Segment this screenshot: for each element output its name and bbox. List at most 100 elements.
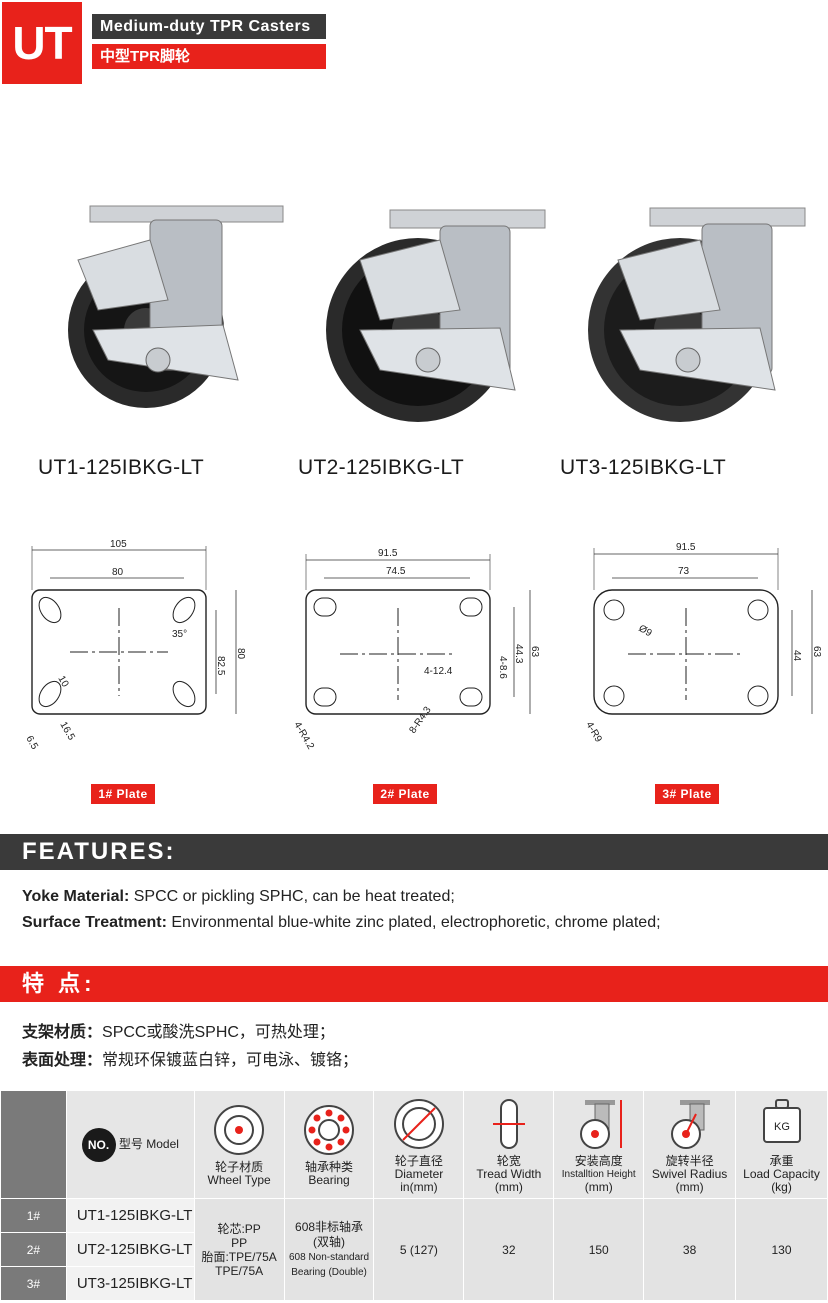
features-heading-cn: 特 点: <box>0 966 828 1002</box>
plate1-overall-w: 105 <box>110 539 127 550</box>
col-tread-unit: (mm) <box>494 1179 523 1194</box>
feature-text-2: Environmental blue-white zinc plated, el… <box>166 914 661 931</box>
wheel-type-line-3: 胎面:TPE/75A <box>201 1249 277 1264</box>
cell-swivel-radius: 38 <box>643 1198 737 1301</box>
col-diameter-unit: in(mm) <box>400 1179 438 1194</box>
model-label-3: UT3-125IBKG-LT <box>560 456 727 479</box>
kg-icon-text: KG <box>774 1121 790 1133</box>
col-swivel-en: Swivel Radius <box>651 1166 728 1181</box>
table-row: 3# UT3-125IBKG-LT <box>0 1266 828 1301</box>
no-badge: NO. <box>81 1127 116 1162</box>
row-no-1: 1# <box>0 1198 67 1233</box>
feature-cn-label-1: 支架材质： <box>22 1024 103 1041</box>
col-height-unit: (mm) <box>584 1179 613 1194</box>
plate-badge-1: 1# Plate <box>91 784 155 804</box>
bearing-icon <box>304 1105 355 1155</box>
plate1-slot-c: 6.5 <box>23 734 40 752</box>
header-swivel-radius: 旋转半径 Swivel Radius (mm) <box>643 1090 737 1199</box>
plate3-r1: 4-R9 <box>583 720 604 745</box>
bearing-line-1: 608非标轴承 <box>295 1219 364 1234</box>
wheel-icon <box>214 1105 265 1155</box>
title-en: Medium-duty TPR Casters <box>92 14 326 39</box>
plate-badge-3: 3# Plate <box>655 784 719 804</box>
feature-label-2: Surface Treatment: <box>22 914 167 931</box>
spec-table: NO. 型号 Model 轮子材质 Wheel Type 轴承种类 Bearin… <box>0 1090 828 1301</box>
header-tread-width: 轮宽 Tread Width (mm) <box>463 1090 555 1199</box>
col-load-en: Load Capacity <box>743 1166 820 1181</box>
row-no-3: 3# <box>0 1266 67 1301</box>
plate2-r2: 8-R4.3 <box>407 704 433 735</box>
header-model: NO. 型号 Model <box>65 1090 195 1199</box>
features-heading: FEATURES: <box>0 834 828 870</box>
col-height-en: Installtion Height <box>561 1168 636 1180</box>
col-wheel-en: Wheel Type <box>207 1173 271 1187</box>
plate1-slot-b: 16.5 <box>57 720 76 743</box>
plate-drawing-2: 91.5 74.5 4-12.4 4-8.6 44.3 63 4-R4.2 8-… <box>294 548 540 752</box>
cell-diameter: 5 (127) <box>373 1198 465 1301</box>
row-no-2: 2# <box>0 1232 67 1267</box>
col-swivel-cn: 旋转半径 <box>665 1153 714 1168</box>
plate3-overall-h: 63 <box>811 646 822 658</box>
feature-cn-line-2: 表面处理：常规环保镀蓝白锌，可电泳、镀铬； <box>22 1046 358 1070</box>
table-row: 2# UT2-125IBKG-LT <box>0 1232 828 1267</box>
plate-drawing-1: 105 80 35° 82.5 80 10 16.5 6.5 <box>23 539 246 752</box>
col-bearing-en: Bearing <box>308 1173 350 1187</box>
col-load-cn: 承重 <box>769 1153 794 1168</box>
header-diameter: 轮子直径 Diameter in(mm) <box>373 1090 465 1199</box>
col-swivel-unit: (mm) <box>675 1179 704 1194</box>
plate1-overall-h: 80 <box>235 648 246 660</box>
feature-line-1: Yoke Material: SPCC or pickling SPHC, ca… <box>22 888 455 906</box>
plate2-hole-w: 74.5 <box>386 566 406 577</box>
cell-wheel-type: 轮芯:PP PP 胎面:TPE/75A TPE/75A <box>193 1198 285 1301</box>
col-load-unit: (kg) <box>771 1179 792 1194</box>
series-logo: UT <box>2 2 82 84</box>
plate3-overall-w: 91.5 <box>676 542 696 553</box>
title-cn: 中型TPR脚轮 <box>92 44 326 69</box>
plate2-overall-w: 91.5 <box>378 548 398 559</box>
feature-text-1: SPCC or pickling SPHC, can be heat treat… <box>129 888 455 905</box>
row-model-2: UT2-125IBKG-LT <box>65 1232 195 1267</box>
feature-cn-label-2: 表面处理： <box>22 1052 103 1069</box>
plate3-hole-w: 73 <box>678 566 690 577</box>
plate3-hole-dia: Ø9 <box>637 623 654 639</box>
diameter-icon <box>393 1098 444 1149</box>
table-row: 1# UT1-125IBKG-LT 轮芯:PP PP 胎面:TPE/75A TP… <box>0 1198 828 1301</box>
plate2-slot: 4-12.4 <box>424 666 453 677</box>
plate2-hole-h: 44.3 <box>513 644 524 664</box>
weight-icon: KG <box>762 1098 801 1143</box>
cell-load-capacity: 130 <box>735 1198 828 1301</box>
col-wheel-cn: 轮子材质 <box>215 1160 264 1174</box>
bearing-line-2: (双轴) <box>313 1234 346 1249</box>
model-label-1: UT1-125IBKG-LT <box>38 456 205 479</box>
col-tread-cn: 轮宽 <box>496 1153 521 1168</box>
model-header-label: 型号 Model <box>118 1136 179 1151</box>
plate3-hole-h: 44 <box>791 650 802 662</box>
cell-install-height: 150 <box>553 1198 645 1301</box>
feature-cn-line-1: 支架材质：SPCC或酸洗SPHC，可热处理； <box>22 1018 335 1042</box>
feature-cn-text-1: SPCC或酸洗SPHC，可热处理； <box>102 1024 335 1041</box>
table-header-row: NO. 型号 Model 轮子材质 Wheel Type 轴承种类 Bearin… <box>0 1090 828 1199</box>
header-bearing: 轴承种类 Bearing <box>283 1090 375 1199</box>
plate1-hole-w: 80 <box>112 567 124 578</box>
header-load-capacity: KG 承重 Load Capacity (kg) <box>735 1090 828 1199</box>
cell-tread-width: 32 <box>463 1198 555 1301</box>
header-install-height: 安装高度 Installtion Height (mm) <box>553 1090 645 1199</box>
install-height-icon <box>579 1099 622 1149</box>
plate2-overall-h: 63 <box>529 646 540 658</box>
header-wheel-type: 轮子材质 Wheel Type <box>193 1090 285 1199</box>
bearing-line-3: 608 Non-standard <box>289 1251 370 1263</box>
caster-image-2 <box>326 209 546 422</box>
feature-line-2: Surface Treatment: Environmental blue-wh… <box>22 914 661 932</box>
plate-badge-2: 2# Plate <box>373 784 437 804</box>
row-model-1: UT1-125IBKG-LT <box>65 1198 195 1233</box>
plate2-r1: 4-R4.2 <box>294 720 316 752</box>
tread-width-icon <box>492 1098 525 1149</box>
plate1-angle: 35° <box>172 629 187 640</box>
col-diameter-en: Diameter <box>394 1166 444 1181</box>
col-diameter-cn: 轮子直径 <box>394 1153 443 1168</box>
feature-cn-text-2: 常规环保镀蓝白锌，可电泳、镀铬； <box>102 1052 359 1069</box>
wheel-type-line-2: PP <box>231 1235 248 1250</box>
caster-image-1 <box>68 205 284 408</box>
bearing-line-4: Bearing (Double) <box>291 1266 367 1278</box>
cell-bearing: 608非标轴承 (双轴) 608 Non-standard Bearing (D… <box>283 1198 375 1301</box>
